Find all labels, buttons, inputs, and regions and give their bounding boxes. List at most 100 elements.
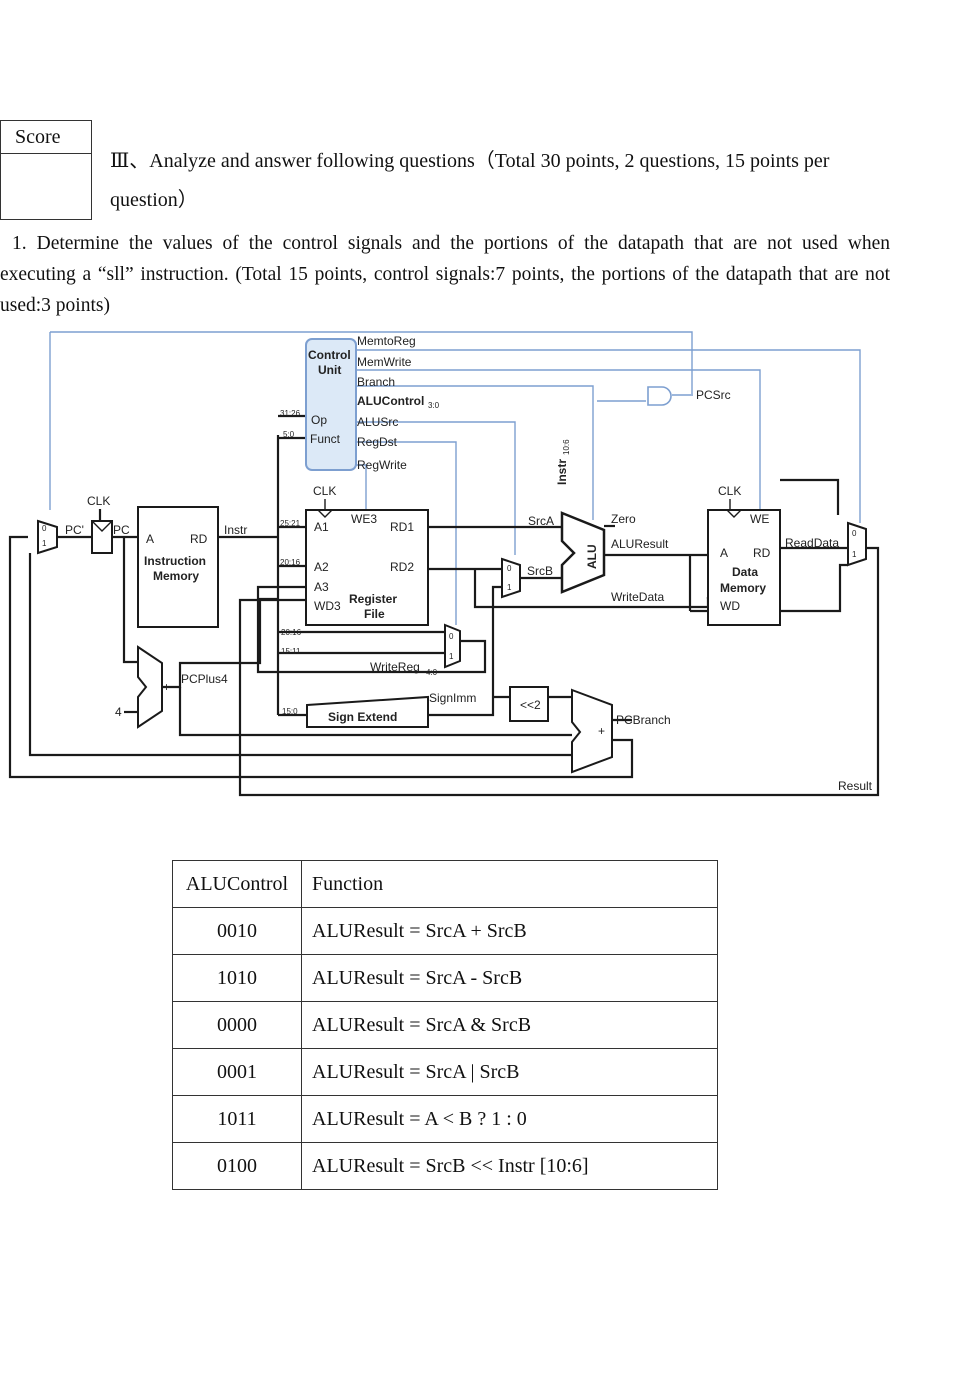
table-row: 0010 ALUResult = SrcA + SrcB xyxy=(172,907,718,955)
zero-label: Zero xyxy=(611,512,636,526)
srcb-mux-1: 1 xyxy=(507,583,512,592)
srcb-mux-0: 0 xyxy=(507,564,512,573)
dmem-name2: Memory xyxy=(720,581,766,595)
table-cell-function: ALUResult = SrcA + SrcB xyxy=(301,907,718,955)
clk-pc-label: CLK xyxy=(87,494,110,508)
shift-left-2: <<2 xyxy=(509,686,549,722)
clk-regfile-label: CLK xyxy=(313,484,336,498)
writereg-mux-0: 0 xyxy=(449,632,454,641)
bits-funct: 5:0 xyxy=(283,430,295,439)
shift2-label: <<2 xyxy=(520,698,541,712)
section-heading: Ⅲ、Analyze and answer following questions… xyxy=(110,150,830,172)
writereg-sub: 4:0 xyxy=(426,668,438,677)
bits-a2: 20:16 xyxy=(280,558,301,567)
control-op-label: Op xyxy=(311,413,327,427)
writereg-mux: 0 1 xyxy=(444,623,461,669)
instruction-memory: A RD Instruction Memory xyxy=(137,506,219,628)
rf-rd2: RD2 xyxy=(390,560,414,574)
table-cell-function: ALUResult = A < B ? 1 : 0 xyxy=(301,1095,718,1143)
sign-extend: Sign Extend xyxy=(306,695,429,728)
bits-a1: 25:21 xyxy=(280,519,301,528)
table-cell-code: 0100 xyxy=(172,1142,302,1190)
table-row: 0000 ALUResult = SrcA & SrcB xyxy=(172,1001,718,1049)
table-cell-code: 0010 xyxy=(172,907,302,955)
data-memory: WE A RD Data Memory WD xyxy=(707,509,781,626)
control-unit: Control Unit Op Funct xyxy=(305,338,357,471)
dmem-wd: WD xyxy=(720,599,740,613)
table-row: 0100 ALUResult = SrcB << Instr [10:6] xyxy=(172,1142,718,1190)
signal-regwrite: RegWrite xyxy=(357,458,407,472)
signal-branch: Branch xyxy=(357,375,395,389)
signal-alucontrol-sub: 3:0 xyxy=(428,401,440,410)
score-box: Score xyxy=(0,120,92,220)
pcplus4-plus: + xyxy=(163,680,170,694)
aluresult-label: ALUResult xyxy=(611,537,669,551)
question-1: 1. Determine the values of the control s… xyxy=(0,228,890,321)
pcplus4-adder: + xyxy=(137,645,170,729)
imem-a: A xyxy=(146,532,154,546)
table-header-function: Function xyxy=(301,860,718,908)
pcplus4-label: PCPlus4 xyxy=(181,672,228,686)
instr-shamt-sub: 10:6 xyxy=(562,439,571,455)
pc-register xyxy=(91,520,113,554)
bits-rt: 20:16 xyxy=(281,628,302,637)
sign-extend-label: Sign Extend xyxy=(328,710,397,724)
imem-name1: Instruction xyxy=(144,554,206,568)
srcb-mux: 0 1 xyxy=(501,557,521,599)
dmem-we: WE xyxy=(750,512,769,526)
rf-a3: A3 xyxy=(314,580,329,594)
table-cell-code: 0001 xyxy=(172,1048,302,1096)
signal-alucontrol: ALUControl xyxy=(357,394,424,408)
writedata-label: WriteData xyxy=(611,590,664,604)
datapath-diagram: .w{stroke:#1a1a1a;stroke-width:2.2;fill:… xyxy=(8,331,880,797)
score-label: Score xyxy=(1,121,91,154)
control-wires xyxy=(49,331,861,625)
srca-label: SrcA xyxy=(528,514,554,528)
signal-memtoreg: MemtoReg xyxy=(357,334,416,348)
dmem-name1: Data xyxy=(732,565,758,579)
writereg-label: WriteReg xyxy=(370,660,420,674)
table-cell-function: ALUResult = SrcB << Instr [10:6] xyxy=(301,1142,718,1190)
alu: ALU xyxy=(560,511,606,594)
pcbranch-label: PCBranch xyxy=(616,713,671,727)
pcbranch-adder: + xyxy=(571,688,613,774)
readdata-label: ReadData xyxy=(785,536,839,550)
pc-mux-0: 0 xyxy=(42,524,47,533)
imem-rd: RD xyxy=(190,532,208,546)
table-header-row: ALUControl Function xyxy=(172,860,718,908)
table-cell-code: 0000 xyxy=(172,1001,302,1049)
table-row: 1010 ALUResult = SrcA - SrcB xyxy=(172,954,718,1002)
control-unit-title2: Unit xyxy=(318,363,341,377)
rf-rd1: RD1 xyxy=(390,520,414,534)
pc-prime-label: PC' xyxy=(65,523,84,537)
result-mux-1: 1 xyxy=(852,550,857,559)
bits-imm: 15:0 xyxy=(282,707,298,716)
table-cell-function: ALUResult = SrcA | SrcB xyxy=(301,1048,718,1096)
dmem-rd: RD xyxy=(753,546,771,560)
imem-name2: Memory xyxy=(153,569,199,583)
table-cell-function: ALUResult = SrcA & SrcB xyxy=(301,1001,718,1049)
pc-mux-1: 1 xyxy=(42,539,47,548)
signal-memwrite: MemWrite xyxy=(357,355,412,369)
pc-label: PC xyxy=(113,523,130,537)
control-unit-box xyxy=(305,338,357,471)
bits-rd: 15:11 xyxy=(281,647,301,656)
control-unit-title1: Control xyxy=(308,348,351,362)
srcb-label: SrcB xyxy=(527,564,553,578)
register-file: WE3 A1 RD1 A2 RD2 A3 WD3 Register File xyxy=(305,509,429,626)
result-mux: 0 1 xyxy=(847,521,867,567)
dmem-a: A xyxy=(720,546,728,560)
table-cell-function: ALUResult = SrcA - SrcB xyxy=(301,954,718,1002)
writereg-mux-1: 1 xyxy=(449,652,454,661)
alu-label: ALU xyxy=(585,544,599,569)
rf-name2: File xyxy=(364,607,385,621)
signal-regdst: RegDst xyxy=(357,435,398,449)
alucontrol-table: ALUControl Function 0010 ALUResult = Src… xyxy=(172,860,718,1190)
table-row: 1011 ALUResult = A < B ? 1 : 0 xyxy=(172,1095,718,1143)
question-1-rest: executing a “sll” instruction. (Total 15… xyxy=(0,264,890,316)
instr-shamt-label-group: Instr 10:6 xyxy=(555,439,571,485)
result-mux-0: 0 xyxy=(852,529,857,538)
question-1-line1: 1. Determine the values of the control s… xyxy=(12,233,890,254)
table-cell-code: 1010 xyxy=(172,954,302,1002)
rf-name1: Register xyxy=(349,592,397,606)
